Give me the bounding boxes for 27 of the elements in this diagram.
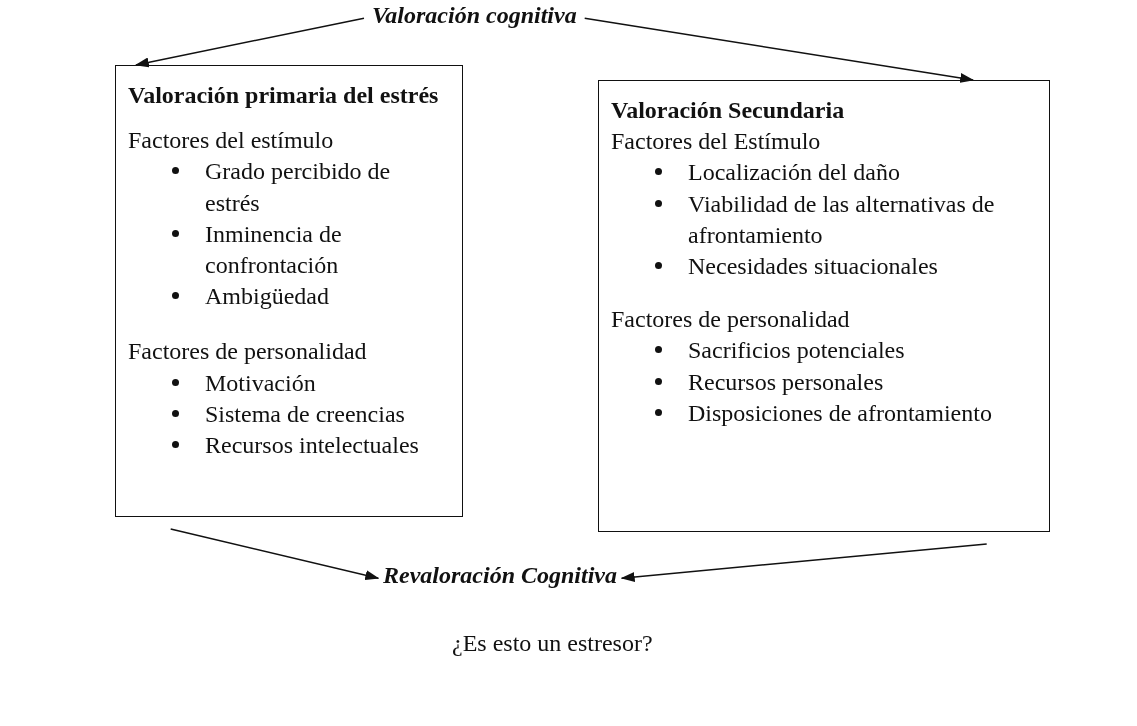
section-heading: Factores del estímulo: [128, 126, 335, 156]
arrow: [583, 17, 975, 83]
list-item: Sistema de creencias: [205, 399, 405, 429]
question-text: ¿Es esto un estresor?: [452, 630, 653, 657]
title-text: Revaloración Cognitiva: [383, 562, 617, 588]
section-heading: Factores del Estímulo: [611, 127, 822, 157]
list-item: Viabilidad de las alternativas de afrontamiento: [688, 189, 996, 250]
list-item: Ambigüedad: [205, 282, 329, 312]
list-item: Recursos intelectuales: [205, 430, 419, 460]
arrow: [134, 17, 365, 68]
text-box: [115, 65, 463, 517]
arrow: [620, 543, 988, 582]
box-heading: Valoración Secundaria: [611, 96, 846, 125]
list-item: Sacrificios potenciales: [688, 336, 905, 366]
list-item: Necesidades situacionales: [688, 251, 938, 281]
list-item: Grado percibido de estrés: [205, 157, 392, 218]
arrow: [169, 528, 380, 581]
list-item: Motivación: [205, 368, 316, 398]
text-box: [598, 80, 1050, 532]
box-heading: Valoración primaria del estrés: [128, 81, 440, 110]
section-heading: Factores de personalidad: [128, 337, 368, 367]
list-item: Localización del daño: [688, 158, 900, 188]
list-item: Disposiciones de afrontamiento: [688, 398, 992, 428]
title-text: Valoración cognitiva: [372, 2, 577, 28]
list-item: Inminencia de confrontación: [205, 219, 343, 280]
section-heading: Factores de personalidad: [611, 305, 851, 335]
list-item: Recursos personales: [688, 367, 884, 397]
